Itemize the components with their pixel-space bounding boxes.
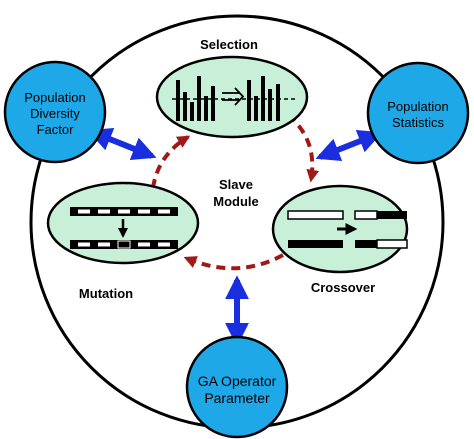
slave-label: Slave bbox=[219, 177, 253, 192]
crossover-node bbox=[271, 184, 409, 274]
population-diversity-line1: Population bbox=[24, 90, 85, 105]
mutation-label: Mutation bbox=[79, 286, 133, 301]
exchange-arrows bbox=[87, 127, 383, 347]
ga-operator-parameter-node: GA Operator Parameter bbox=[185, 335, 289, 439]
population-statistics-line2: Statistics bbox=[392, 115, 445, 130]
population-diversity-node: Population Diversity Factor bbox=[3, 60, 107, 164]
population-statistics-circle bbox=[366, 61, 470, 165]
selection-label: Selection bbox=[200, 37, 258, 52]
mutation-chromosome-top-icon bbox=[70, 207, 178, 216]
arrow-crossover-to-mutation bbox=[183, 253, 284, 271]
module-label: Module bbox=[213, 194, 259, 209]
ga-operator-parameter-circle bbox=[185, 335, 289, 439]
crossover-chromosomes-icon bbox=[287, 210, 408, 249]
population-diversity-circle bbox=[3, 60, 107, 164]
mutation-node bbox=[46, 181, 200, 265]
population-diversity-line2: Diversity bbox=[30, 106, 80, 121]
selection-transfer-icon bbox=[222, 87, 245, 106]
mutation-chromosome-bottom-icon bbox=[70, 240, 178, 249]
crossover-label: Crossover bbox=[311, 280, 375, 295]
selection-node bbox=[155, 55, 309, 139]
population-diversity-line3: Factor bbox=[37, 122, 75, 137]
population-statistics-line1: Population bbox=[387, 99, 448, 114]
arrow-statistics-exchange bbox=[315, 129, 383, 162]
arrow-mutation-to-selection bbox=[151, 135, 191, 189]
ga-operator-line2: Parameter bbox=[204, 390, 270, 406]
arrow-diversity-exchange bbox=[87, 127, 157, 161]
ga-operator-line1: GA Operator bbox=[198, 373, 277, 389]
population-statistics-node: Population Statistics bbox=[366, 61, 470, 165]
